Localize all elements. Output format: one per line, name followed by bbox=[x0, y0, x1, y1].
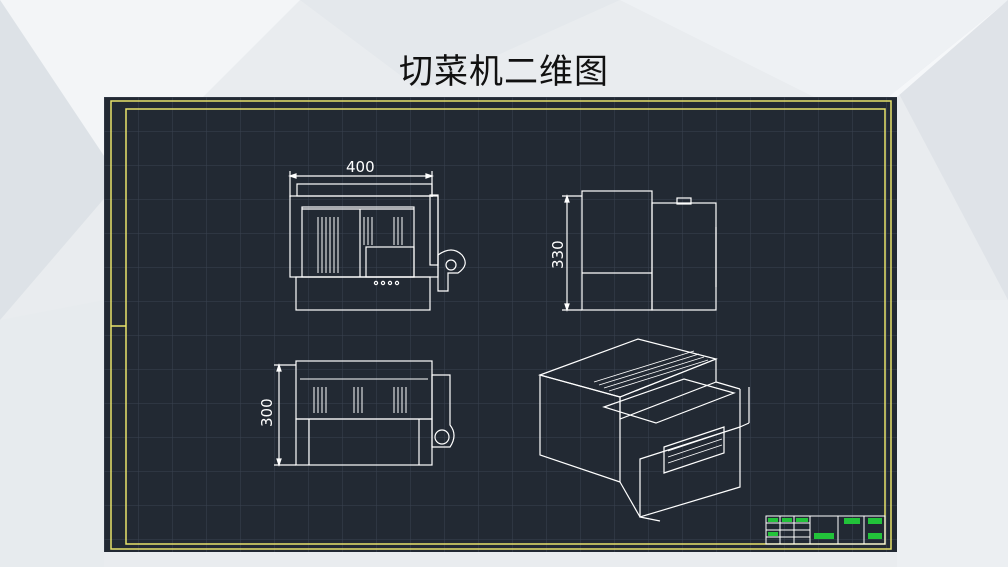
side-height-dimension: 330 bbox=[549, 240, 567, 269]
outer-frame bbox=[110, 100, 892, 550]
front-view bbox=[288, 171, 466, 311]
front-width-dimension: 400 bbox=[346, 158, 375, 176]
top-view bbox=[274, 360, 455, 467]
title-block bbox=[765, 515, 886, 545]
cad-drawing-viewport[interactable]: 400 330 bbox=[104, 97, 897, 552]
cad-drawing: 400 330 bbox=[104, 97, 897, 552]
grid bbox=[104, 97, 897, 552]
top-depth-dimension: 300 bbox=[258, 398, 276, 427]
top-view-shading bbox=[300, 378, 428, 413]
isometric-detail bbox=[593, 350, 723, 464]
isometric-view bbox=[538, 338, 750, 522]
page-title: 切菜机二维图 bbox=[399, 52, 609, 92]
side-view bbox=[562, 190, 717, 312]
front-view-shading bbox=[317, 217, 403, 273]
